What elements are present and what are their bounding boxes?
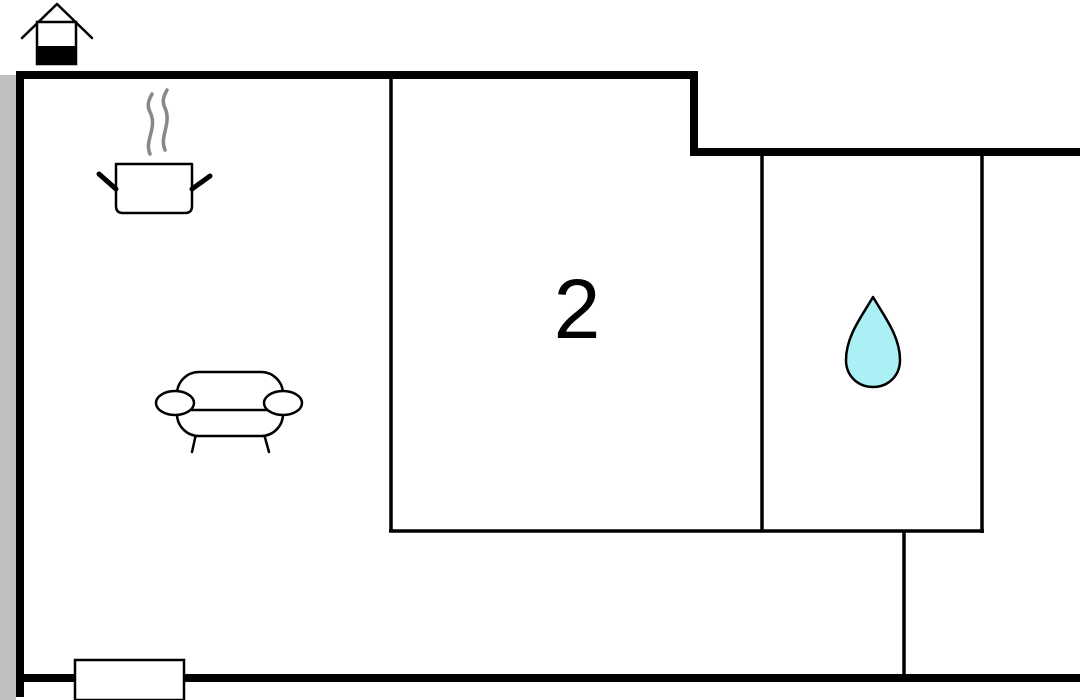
sofa-icon bbox=[154, 370, 304, 454]
entrance-icon bbox=[20, 2, 94, 66]
side-wall bbox=[0, 75, 16, 700]
outer-wall bbox=[16, 71, 1080, 697]
water-drop-icon bbox=[844, 295, 902, 389]
kitchen-pot-icon bbox=[96, 88, 213, 215]
room-label: 2 bbox=[554, 262, 601, 356]
window bbox=[73, 658, 186, 700]
